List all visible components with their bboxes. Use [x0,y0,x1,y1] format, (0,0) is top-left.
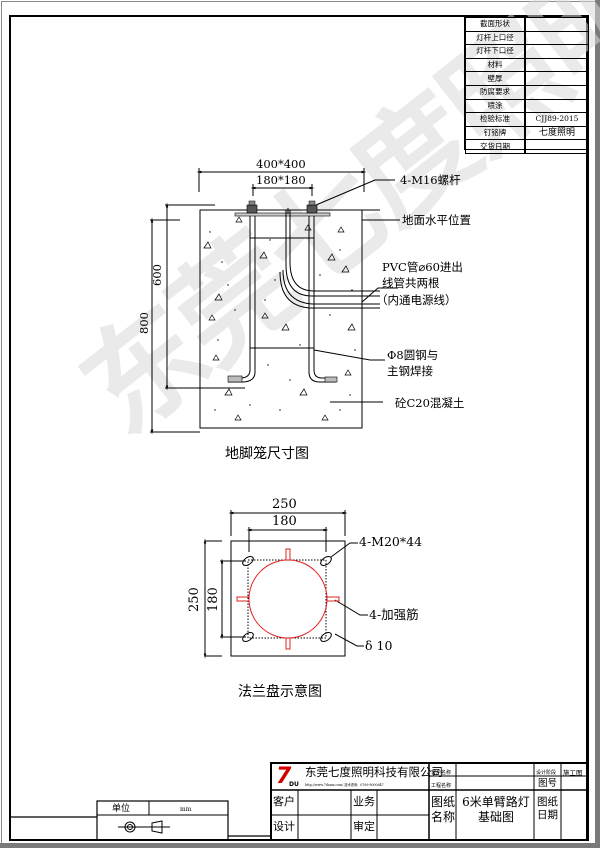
label-rebar-2: 主钢焊接 [387,364,433,378]
page-shadow-bottom [0,843,600,848]
concrete-aggregate-pattern [203,216,356,421]
rib-bottom [285,637,291,650]
company-name: 东莞七度照明科技有限公司 [305,765,443,779]
spec-key: 交货日期 [465,139,526,154]
dim-250-top: 250 [272,497,297,512]
drawing-name-value: 6米单臂路灯基础图 [462,795,530,824]
spec-key: 截面形状 [465,17,526,32]
dim-600: 600 [150,264,164,286]
flange-title: 法兰盘示意图 [238,684,322,700]
projection-symbol-icon [118,820,170,834]
company-contact: http://www.7duzm.com/ 技术咨询：0769-8000647 [305,783,384,787]
customer-label: 客户 [273,795,295,808]
label-pvc-3: （内通电源线） [376,293,457,307]
title-block-lines [10,762,588,841]
pole-circle [248,559,328,639]
design-stage-label: 设计阶段 [536,770,557,776]
drawing-name-label: 图纸名称 [431,795,456,824]
rib-left [236,596,250,602]
design-label: 设计 [273,820,295,833]
drawing-no-label: 图号 [538,778,558,789]
client-name-label: 客户名称 [431,770,452,776]
unit-value: mm [180,806,192,813]
rib-right [326,596,340,602]
concrete-block [199,209,363,429]
label-flange-bolts: 4-M20*44 [359,534,423,549]
label-rebar-1: Φ8圆钢与 [387,348,439,362]
spec-value [524,139,589,154]
label-ground-level: 地面水平位置 [402,213,471,227]
spec-row: 喷涂 [465,98,589,114]
company-logo-icon: 7 [276,764,292,789]
drawing-date-label: 图纸日期 [537,796,558,821]
design-stage-value: 施工图 [563,769,583,777]
label-bolt: 4-M16螺杆 [400,173,461,187]
label-concrete: 砼C20混凝土 [395,396,465,410]
dim-800: 800 [137,312,151,334]
review-label: 审定 [353,820,375,833]
page-shadow-right [595,0,600,848]
foundation-cage-drawing [150,168,400,435]
pole-circle-and-ribs [236,548,340,650]
label-pvc-2: 线管共两根 [382,276,440,290]
spec-row: 截面形状 [465,17,589,32]
dim-180x180: 180*180 [256,173,306,187]
dim-400x400: 400*400 [256,157,306,171]
foundation-title: 地脚笼尺寸图 [225,446,309,462]
dim-180-left: 180 [206,587,221,612]
spec-row: 材料 [465,57,589,73]
flange-plate [230,540,346,657]
project-name-label: 工程名称 [431,783,452,789]
dim-250-left: 250 [187,587,202,612]
spec-row: 钉铭牌七度照明 [465,125,589,141]
label-pvc-1: PVC管⌀60进出 [382,260,463,274]
company-logo-sub: DU [289,781,299,788]
business-label: 业务 [353,795,375,808]
label-ribs: 4-加强筋 [369,607,419,622]
label-thickness: δ 10 [365,638,393,653]
dim-180-top: 180 [272,514,297,529]
flange-plate-drawing [203,510,368,659]
concrete-dots [209,231,356,411]
spec-row: 交货日期 [465,139,589,154]
unit-label: 单位 [112,804,131,814]
rib-top [285,548,291,561]
